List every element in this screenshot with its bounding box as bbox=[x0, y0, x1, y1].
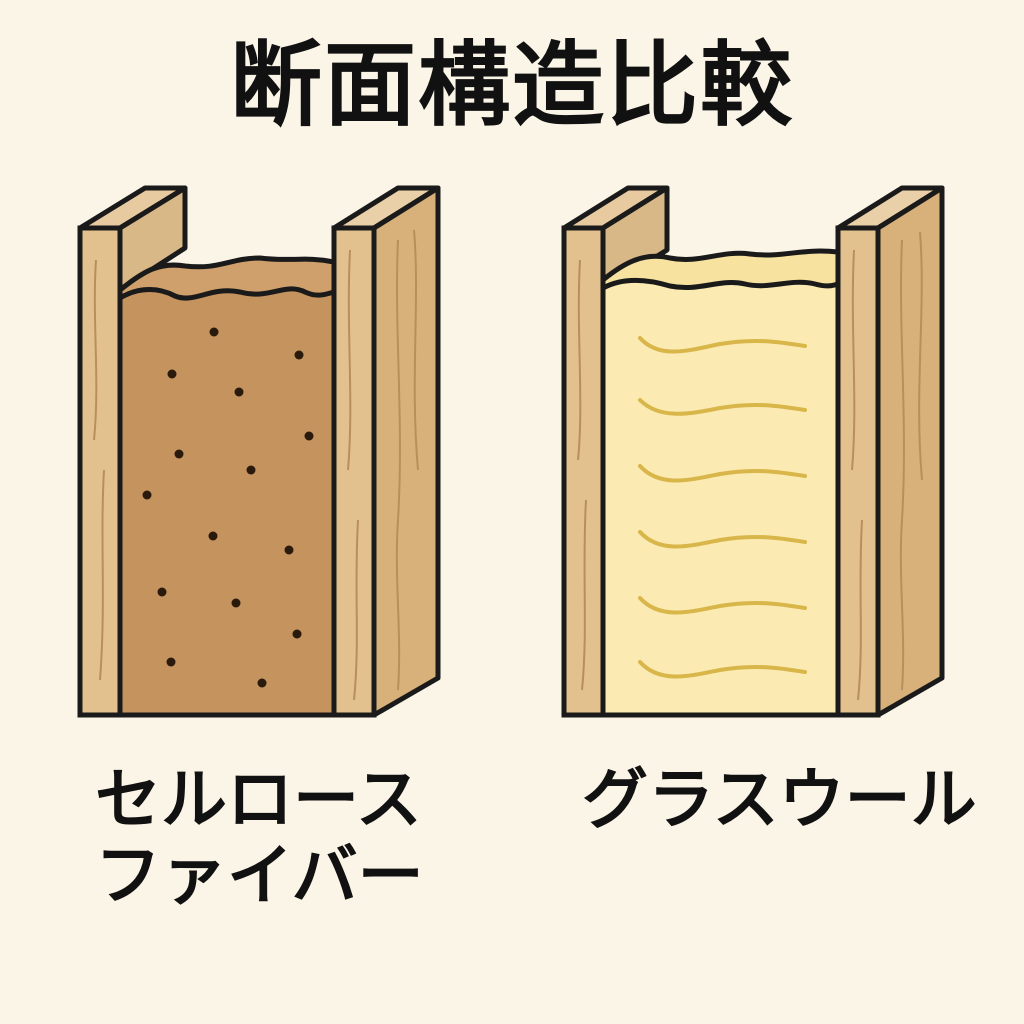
glasswool-label: グラスウール bbox=[582, 762, 977, 838]
right-stud-front bbox=[331, 185, 441, 718]
glasswool-label-line1: グラスウール bbox=[582, 761, 977, 838]
cellulose-panel bbox=[77, 185, 441, 718]
cellulose-label-line2: ファイバー bbox=[95, 837, 424, 914]
cellulose-label: セルロース ファイバー bbox=[95, 762, 424, 914]
cellulose-dots bbox=[142, 327, 314, 688]
glasswool-fiber-lines bbox=[638, 336, 807, 679]
cellulose-fill bbox=[117, 255, 337, 718]
page-title: 断面構造比較 bbox=[229, 32, 794, 139]
glasswool-panel bbox=[561, 185, 945, 718]
glasswool-fill bbox=[600, 248, 841, 718]
left-stud-back bbox=[77, 185, 188, 718]
cellulose-label-line1: セルロース bbox=[95, 761, 422, 838]
right-stud-front bbox=[835, 185, 945, 718]
